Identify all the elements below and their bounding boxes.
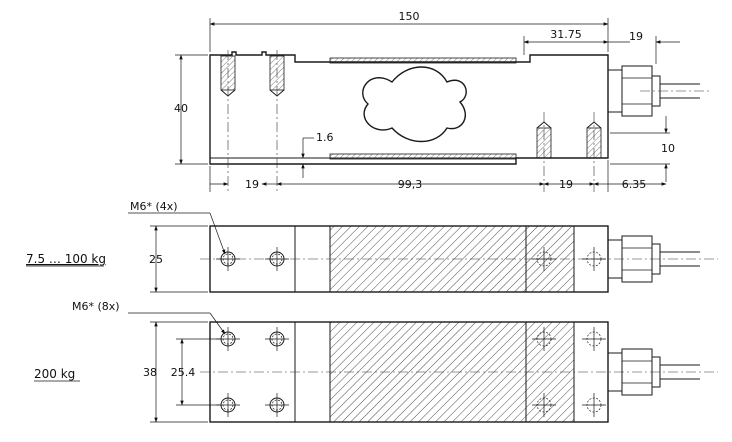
callout-thread-8x: M6* (8x)	[72, 300, 120, 313]
dim-bottom-pad: 10	[661, 142, 675, 155]
side-view: 150 31.75 19 40 1.6 10 19	[174, 10, 710, 192]
cable-gland-top-large	[607, 348, 700, 396]
dim-left-hole: 19	[245, 178, 259, 191]
capacity-label-200: 200 kg	[34, 367, 75, 381]
mounting-hole	[265, 247, 289, 271]
cable-gland-side	[607, 65, 710, 117]
mounting-hole	[582, 327, 606, 351]
cable-gland-top-small	[607, 235, 700, 283]
dim-width-small: 25	[149, 253, 163, 266]
dim-overall-length: 150	[399, 10, 420, 23]
dim-right-block: 31.75	[550, 28, 582, 41]
mounting-hole	[265, 393, 289, 417]
callout-thread-4x: M6* (4x)	[130, 200, 178, 213]
mounting-hole	[582, 247, 606, 271]
dim-width-large: 38	[143, 366, 157, 379]
dim-right-hole: 19	[559, 178, 573, 191]
mounting-hole	[216, 247, 240, 271]
mounting-hole	[532, 247, 556, 271]
dim-span: 99,3	[398, 178, 423, 191]
top-view-small: M6* (4x) 25 7.5 … 100 kg	[26, 200, 718, 293]
mounting-hole	[532, 327, 556, 351]
top-view-large: M6* (8x) 38 25.4 200 kg	[34, 300, 718, 423]
binocular-bore	[362, 66, 467, 143]
dim-cable-offset: 19	[629, 30, 643, 43]
dim-edge: 6.35	[622, 178, 647, 191]
top-strain-strip	[329, 57, 517, 64]
mounting-hole	[532, 393, 556, 417]
dim-gap: 1.6	[316, 131, 334, 144]
mounting-hole	[265, 327, 289, 351]
dim-height: 40	[174, 102, 188, 115]
bottom-strain-strip	[329, 153, 517, 160]
capacity-range-label: 7.5 … 100 kg	[26, 252, 106, 266]
mounting-hole	[582, 393, 606, 417]
dim-hole-pitch: 25.4	[171, 366, 196, 379]
